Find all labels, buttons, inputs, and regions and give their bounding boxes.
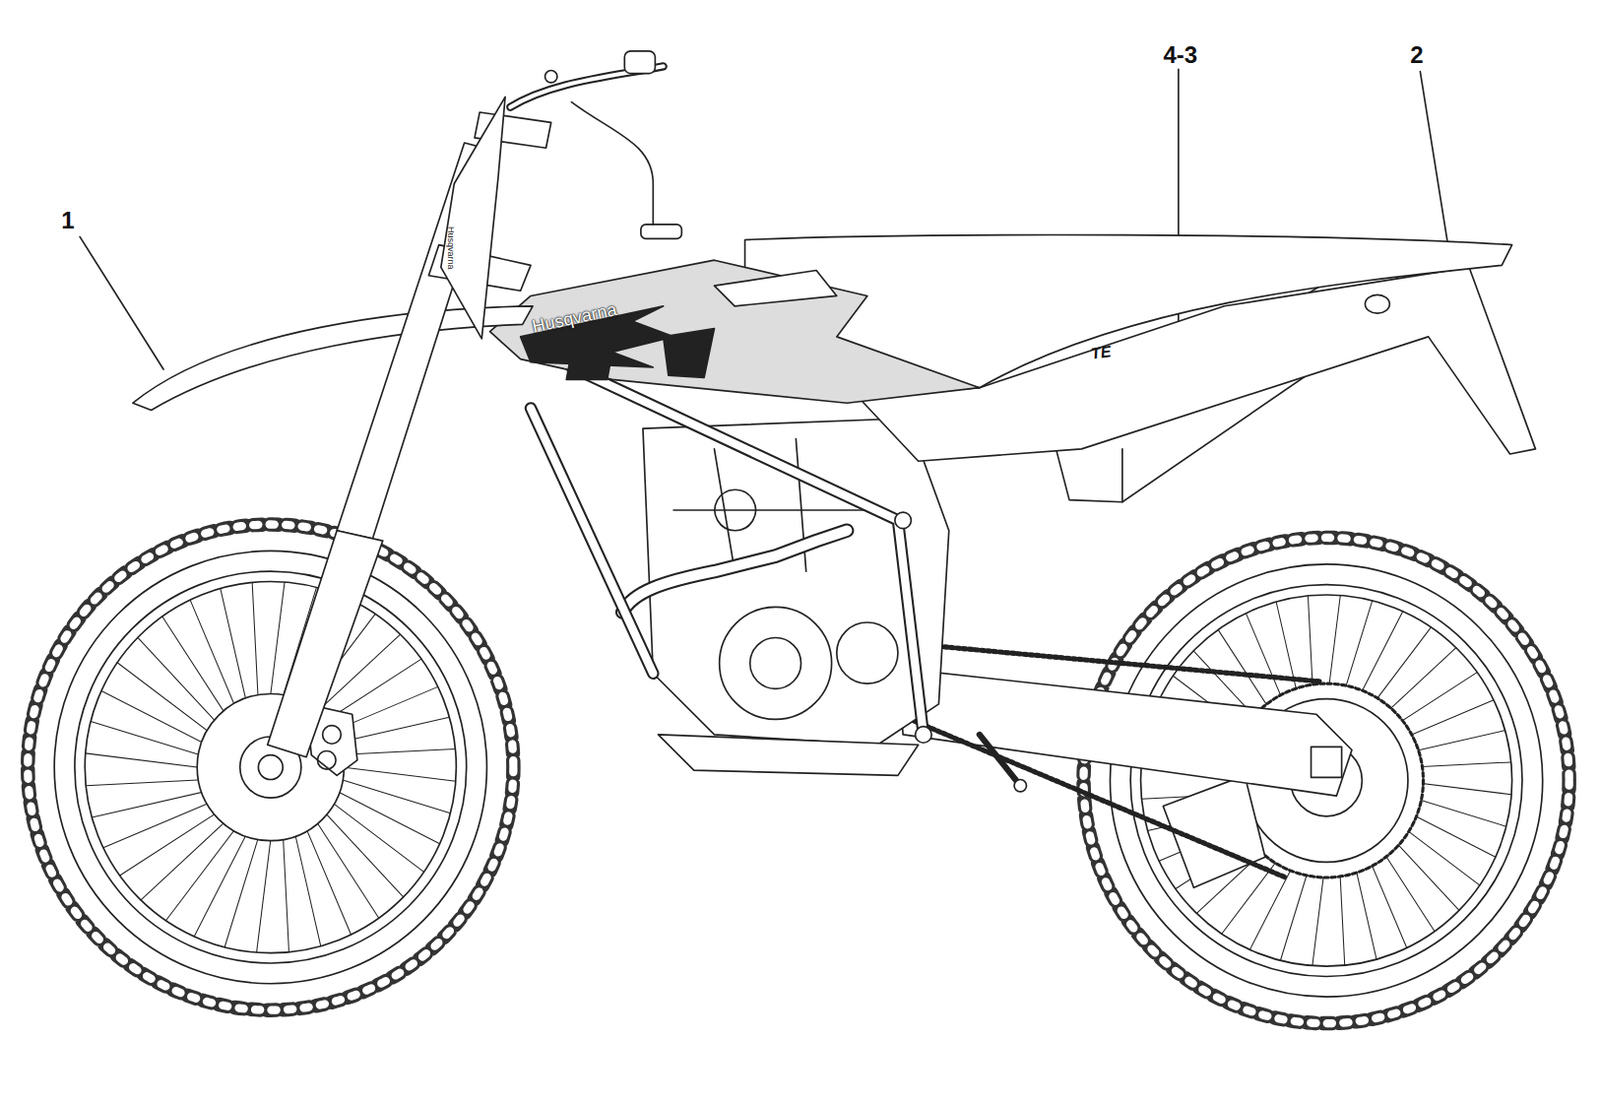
chain xyxy=(877,640,1322,682)
brand-logo: Husqvarna xyxy=(446,226,455,270)
front-fork xyxy=(267,112,552,758)
leader-line xyxy=(1419,71,1449,251)
chain xyxy=(897,713,1286,878)
callout-number: 1 xyxy=(61,208,74,233)
model-logo: TE xyxy=(1089,344,1112,364)
leader-line xyxy=(79,236,164,370)
callout-number: 2 xyxy=(1409,43,1423,67)
number-plate xyxy=(441,96,506,339)
swingarm xyxy=(897,668,1352,797)
callout-number: 4-3 xyxy=(1162,43,1198,67)
front-wheel xyxy=(27,524,513,1011)
tank-shroud xyxy=(490,259,980,403)
handlebar xyxy=(510,51,663,225)
